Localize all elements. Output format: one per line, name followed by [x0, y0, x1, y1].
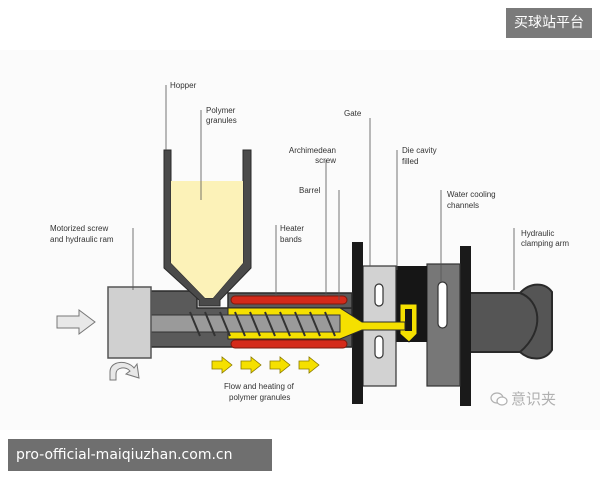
label-die-cavity-filled: Die cavity: [402, 146, 437, 155]
water-cooling-slot: [374, 335, 384, 359]
label-die-cavity-filled: filled: [402, 157, 418, 166]
archimedean-screw-flights: [189, 311, 336, 337]
label-water-cooling-channels: Water cooling: [447, 190, 496, 199]
moving-platen: [460, 246, 471, 406]
flow-arrow-icon: [211, 356, 233, 374]
label-heater-bands: bands: [280, 235, 302, 244]
label-archimedean-screw: screw: [315, 156, 336, 165]
label-motorized-screw: and hydraulic ram: [50, 235, 114, 244]
flow-arrow-icon: [269, 356, 291, 374]
motorized-screw-block: [107, 286, 152, 359]
water-cooling-channel: [437, 281, 448, 329]
leader-lines: [132, 85, 515, 300]
wechat-icon: [490, 392, 508, 406]
label-hydraulic-clamping-arm: Hydraulic: [521, 229, 554, 238]
site-badge: 买球站平台: [506, 8, 592, 38]
url-bar[interactable]: pro-official-maiqiuzhan.com.cn: [8, 439, 272, 471]
label-hydraulic-clamping-arm: clamping arm: [521, 239, 569, 248]
flow-arrows: [211, 356, 320, 374]
heater-band: [230, 295, 348, 305]
die-cavity-core: [405, 309, 412, 331]
label-flow-heating: polymer granules: [229, 393, 290, 402]
water-cooling-slot: [374, 283, 384, 307]
watermark: 意识夹: [490, 388, 556, 409]
label-hopper: Hopper: [170, 81, 197, 90]
label-gate: Gate: [344, 109, 362, 118]
label-polymer-granules: granules: [206, 116, 237, 125]
polymer-granules-fill: [171, 181, 243, 298]
flow-arrow-icon: [240, 356, 262, 374]
watermark-text: 意识夹: [511, 390, 557, 408]
label-barrel: Barrel: [299, 186, 321, 195]
input-arrow-icon: [56, 309, 96, 335]
heater-band: [230, 339, 348, 349]
label-flow-heating: Flow and heating of: [224, 382, 295, 391]
flow-arrow-icon: [298, 356, 320, 374]
rotation-arrow-icon: [109, 362, 140, 381]
label-polymer-granules: Polymer: [206, 106, 236, 115]
label-archimedean-screw: Archimedean: [289, 146, 336, 155]
label-motorized-screw: Motorized screw: [50, 224, 108, 233]
hydraulic-clamping-arm: [469, 283, 553, 360]
label-heater-bands: Heater: [280, 224, 304, 233]
label-water-cooling-channels: channels: [447, 201, 479, 210]
